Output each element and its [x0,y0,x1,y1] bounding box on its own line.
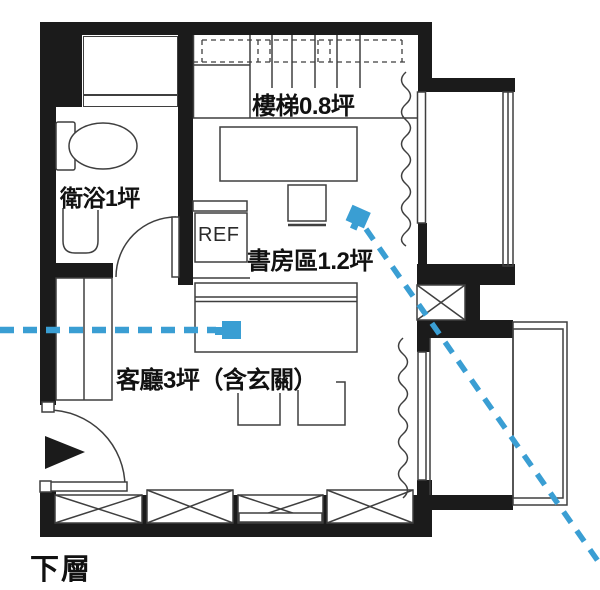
stair-upper-flight-dashed [193,39,408,63]
refrigerator-label: REF [198,224,240,246]
wall-lower-balcony-bottom [430,495,513,510]
wall-upper-balcony-bottom [417,264,515,285]
camera-marker-study [345,204,371,231]
curtain-wavy-line-upper [400,71,412,247]
camera-marker-living [215,321,241,339]
fridge-outline [192,200,250,279]
curtain-wavy-line-lower [397,337,409,499]
wall-bathroom-bottom [53,263,113,278]
wall-below-shaft [417,320,513,338]
entry-wardrobe [55,277,113,401]
toilet-icon [55,121,138,171]
wall-right-bottom-block [417,480,432,537]
room-label-stairs: 樓梯0.8坪 [252,93,355,120]
wall-upper-balcony-top [427,78,515,92]
top-left-closet-shelf [83,95,178,107]
wall-living-right-block [417,338,430,352]
stair-treads [192,35,417,119]
stool-left [237,393,281,426]
wall-upper-balcony-left-block [418,223,427,270]
wall-central [178,33,193,285]
sofa [194,282,358,353]
wall-shaft-right-block [465,285,480,320]
entrance-arrow-icon [45,436,85,469]
entry-door [39,401,128,493]
wall-top [40,22,432,35]
desk-chair [287,184,327,227]
room-label-bathroom: 衛浴1坪 [60,185,140,211]
lower-balcony [417,321,568,506]
wall-left-upper-thick [40,22,82,107]
storage-cabinets [54,489,414,524]
top-left-closet [83,36,178,95]
room-label-living: 客廳3坪（含玄關） [116,367,317,394]
room-label-study: 書房區1.2坪 [247,248,373,275]
desk [219,126,358,182]
wall-top-right-corner [418,22,432,92]
floor-title: 下層 [30,554,93,586]
bathroom-door [115,216,180,278]
stool-right [297,381,346,426]
bathtub-icon [62,208,99,254]
upper-balcony-windows [416,91,514,267]
